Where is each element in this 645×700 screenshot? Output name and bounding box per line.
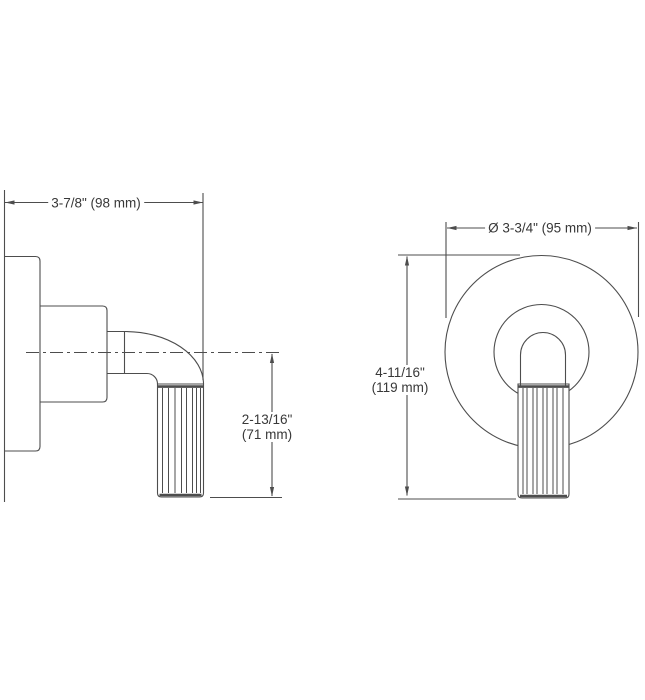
drop-dimension-label: 2-13/16" (71 mm): [238, 412, 296, 442]
hub-profile: [40, 305, 108, 403]
drop-dimension-mm: (71 mm): [241, 427, 293, 442]
handle-flutes: [522, 388, 564, 494]
elbow-inner-curve: [107, 372, 159, 385]
arrow-right-icon: [193, 200, 203, 205]
drop-dimension-inches: 2-13/16": [241, 412, 293, 427]
arrow-right-icon: [627, 225, 637, 231]
escutcheon-plate-profile: [4, 255, 41, 452]
elbow-arch: [519, 331, 567, 386]
arrow-up-icon: [404, 256, 410, 266]
height-dimension-inches: 4-11/16": [375, 365, 425, 380]
height-dimension-mm: (119 mm): [371, 380, 429, 395]
arrow-left-icon: [447, 225, 457, 231]
arrow-down-icon: [269, 487, 275, 497]
handle-flutes: [162, 388, 201, 493]
front-view: [398, 222, 640, 500]
arrow-up-icon: [269, 353, 275, 363]
fluted-handle-front: [517, 383, 570, 499]
side-view: [3, 190, 282, 502]
arrow-down-icon: [404, 486, 410, 496]
diameter-dimension: [445, 222, 640, 318]
arrow-left-icon: [5, 200, 15, 205]
width-dimension-label: 3-7/8" (98 mm): [48, 195, 144, 211]
fluted-handle-side: [156, 383, 205, 498]
elbow-outer-curve: [124, 330, 205, 385]
diameter-dimension-label: Ø 3-3/4" (95 mm): [485, 220, 595, 236]
height-dimension-label: 4-11/16" (119 mm): [368, 365, 432, 395]
